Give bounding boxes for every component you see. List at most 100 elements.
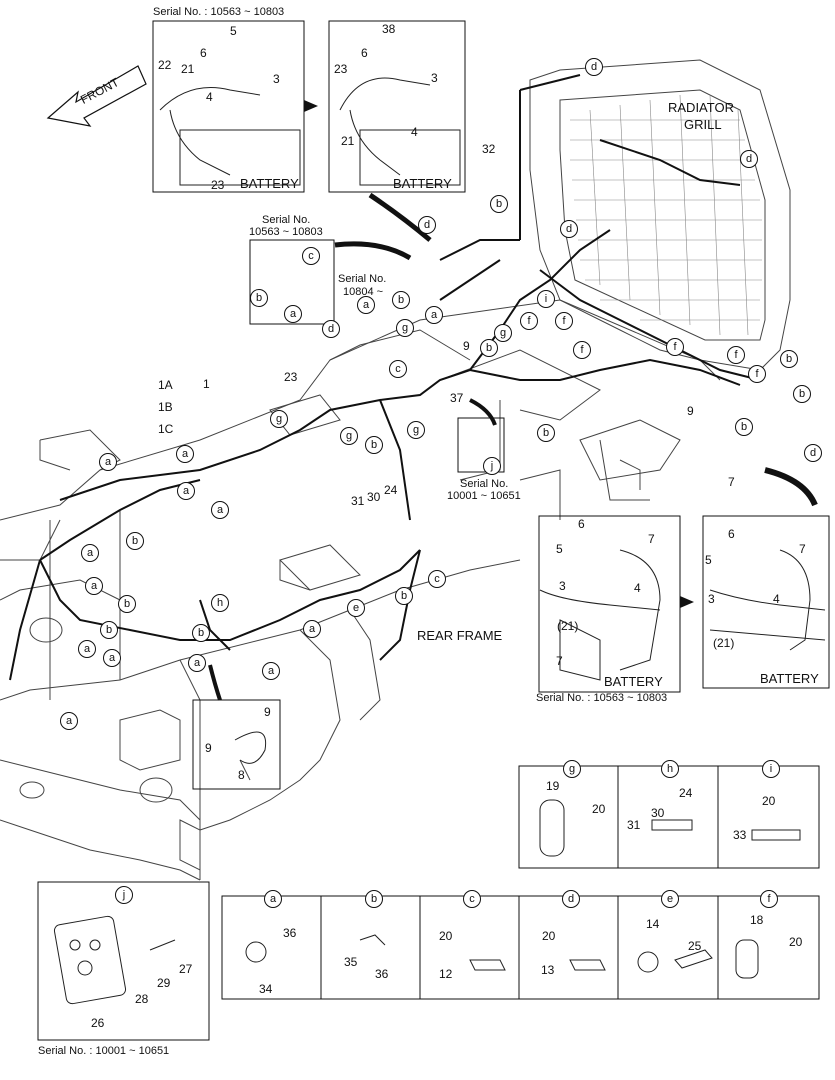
callout-20c: 20: [439, 929, 453, 943]
callout-23: 23: [211, 178, 225, 192]
callout-4: 4: [206, 90, 213, 104]
marker-b-7: b: [735, 418, 753, 436]
callout-25: 25: [688, 939, 702, 953]
callout-6c: 6: [578, 517, 585, 531]
callout-5c: 5: [556, 542, 563, 556]
callout-20b: 20: [762, 794, 776, 808]
callout-9c: 9: [264, 705, 271, 719]
callout-1b: 1B: [158, 400, 173, 414]
marker-b-13: b: [100, 621, 118, 639]
callout-35: 35: [344, 955, 358, 969]
marker-f-5: f: [727, 346, 745, 364]
marker-a-15: a: [60, 712, 78, 730]
marker-g-1: g: [396, 319, 414, 337]
callout-6d: 6: [728, 527, 735, 541]
marker-a-1: a: [284, 305, 302, 323]
callout-6b: 6: [361, 46, 368, 60]
callout-32: 32: [482, 142, 496, 156]
callout-3b: 3: [431, 71, 438, 85]
callout-23c: 23: [284, 370, 298, 384]
callout-26: 26: [91, 1016, 105, 1030]
callout-21b: 21: [341, 134, 355, 148]
marker-j-1: j: [483, 457, 501, 475]
callout-7c: 7: [556, 654, 563, 668]
callout-23b: 23: [334, 62, 348, 76]
detail-header-f: f: [760, 890, 778, 908]
marker-d-5: d: [322, 320, 340, 338]
callout-29: 29: [157, 976, 171, 990]
detail-header-d: d: [562, 890, 580, 908]
callout-7b: 7: [648, 532, 655, 546]
callout-27: 27: [179, 962, 193, 976]
callout-1: 1: [203, 377, 210, 391]
marker-d-3: d: [418, 216, 436, 234]
callout-33: 33: [733, 828, 747, 842]
battery-label-mid-left: BATTERY: [604, 674, 663, 689]
marker-b-5: b: [780, 350, 798, 368]
callout-5d: 5: [705, 553, 712, 567]
marker-b-14: b: [192, 624, 210, 642]
detail-header-e: e: [661, 890, 679, 908]
marker-d-2: d: [740, 150, 758, 168]
marker-a-12: a: [103, 649, 121, 667]
battery-label-top-left: BATTERY: [240, 176, 299, 191]
marker-c-2: c: [389, 360, 407, 378]
marker-d-1: d: [585, 58, 603, 76]
callout-18: 18: [750, 913, 764, 927]
callout-5: 5: [230, 24, 237, 38]
callout-21: 21: [181, 62, 195, 76]
marker-f-1: f: [520, 312, 538, 330]
callout-31: 31: [351, 494, 365, 508]
marker-a-13: a: [188, 654, 206, 672]
callout-4b: 4: [411, 125, 418, 139]
callout-12: 12: [439, 967, 453, 981]
callout-21c: (21): [557, 619, 579, 633]
callout-7d: 7: [799, 542, 806, 556]
callout-3d: 3: [708, 592, 715, 606]
callout-31b: 31: [627, 818, 641, 832]
callout-20a: 20: [592, 802, 606, 816]
battery-label-mid-right: BATTERY: [760, 671, 819, 686]
callout-9b: 9: [687, 404, 694, 418]
callout-4d: 4: [773, 592, 780, 606]
marker-b-9: b: [365, 436, 383, 454]
detail-header-i: i: [762, 760, 780, 778]
callout-30b: 30: [651, 806, 665, 820]
callout-24b: 24: [679, 786, 693, 800]
callout-38: 38: [382, 22, 396, 36]
detail-header-g: g: [563, 760, 581, 778]
marker-b-8: b: [537, 424, 555, 442]
detail-header-j: j: [115, 886, 133, 904]
callout-8: 8: [238, 768, 245, 782]
marker-c-3: c: [428, 570, 446, 588]
marker-f-2: f: [555, 312, 573, 330]
callout-1a: 1A: [158, 378, 173, 392]
callout-9d: 9: [205, 741, 212, 755]
marker-g-2: g: [494, 324, 512, 342]
marker-a-14: a: [262, 662, 280, 680]
marker-a-11: a: [78, 640, 96, 658]
marker-b-10: b: [126, 532, 144, 550]
marker-f-6: f: [748, 365, 766, 383]
callout-7a: 7: [728, 475, 735, 489]
marker-b-4: b: [480, 339, 498, 357]
marker-d-4: d: [560, 220, 578, 238]
marker-a-9: a: [85, 577, 103, 595]
rear-frame-label: REAR FRAME: [417, 628, 503, 643]
marker-b-6: b: [793, 385, 811, 403]
marker-h-1: h: [211, 594, 229, 612]
callout-36a: 36: [283, 926, 297, 940]
callout-36b: 36: [375, 967, 389, 981]
marker-a-8: a: [81, 544, 99, 562]
callout-20e: 20: [789, 935, 803, 949]
callout-14: 14: [646, 917, 660, 931]
serial-label-mid-small-2: 10563 ~ 10803: [249, 226, 323, 238]
battery-label-top-right: BATTERY: [393, 176, 452, 191]
serial-label-j-1: Serial No.: [460, 478, 509, 490]
callout-4c: 4: [634, 581, 641, 595]
callout-1c: 1C: [158, 422, 174, 436]
serial-label-mid-small-1: Serial No.: [262, 214, 311, 226]
marker-a-10: a: [303, 620, 321, 638]
callout-24: 24: [384, 483, 398, 497]
